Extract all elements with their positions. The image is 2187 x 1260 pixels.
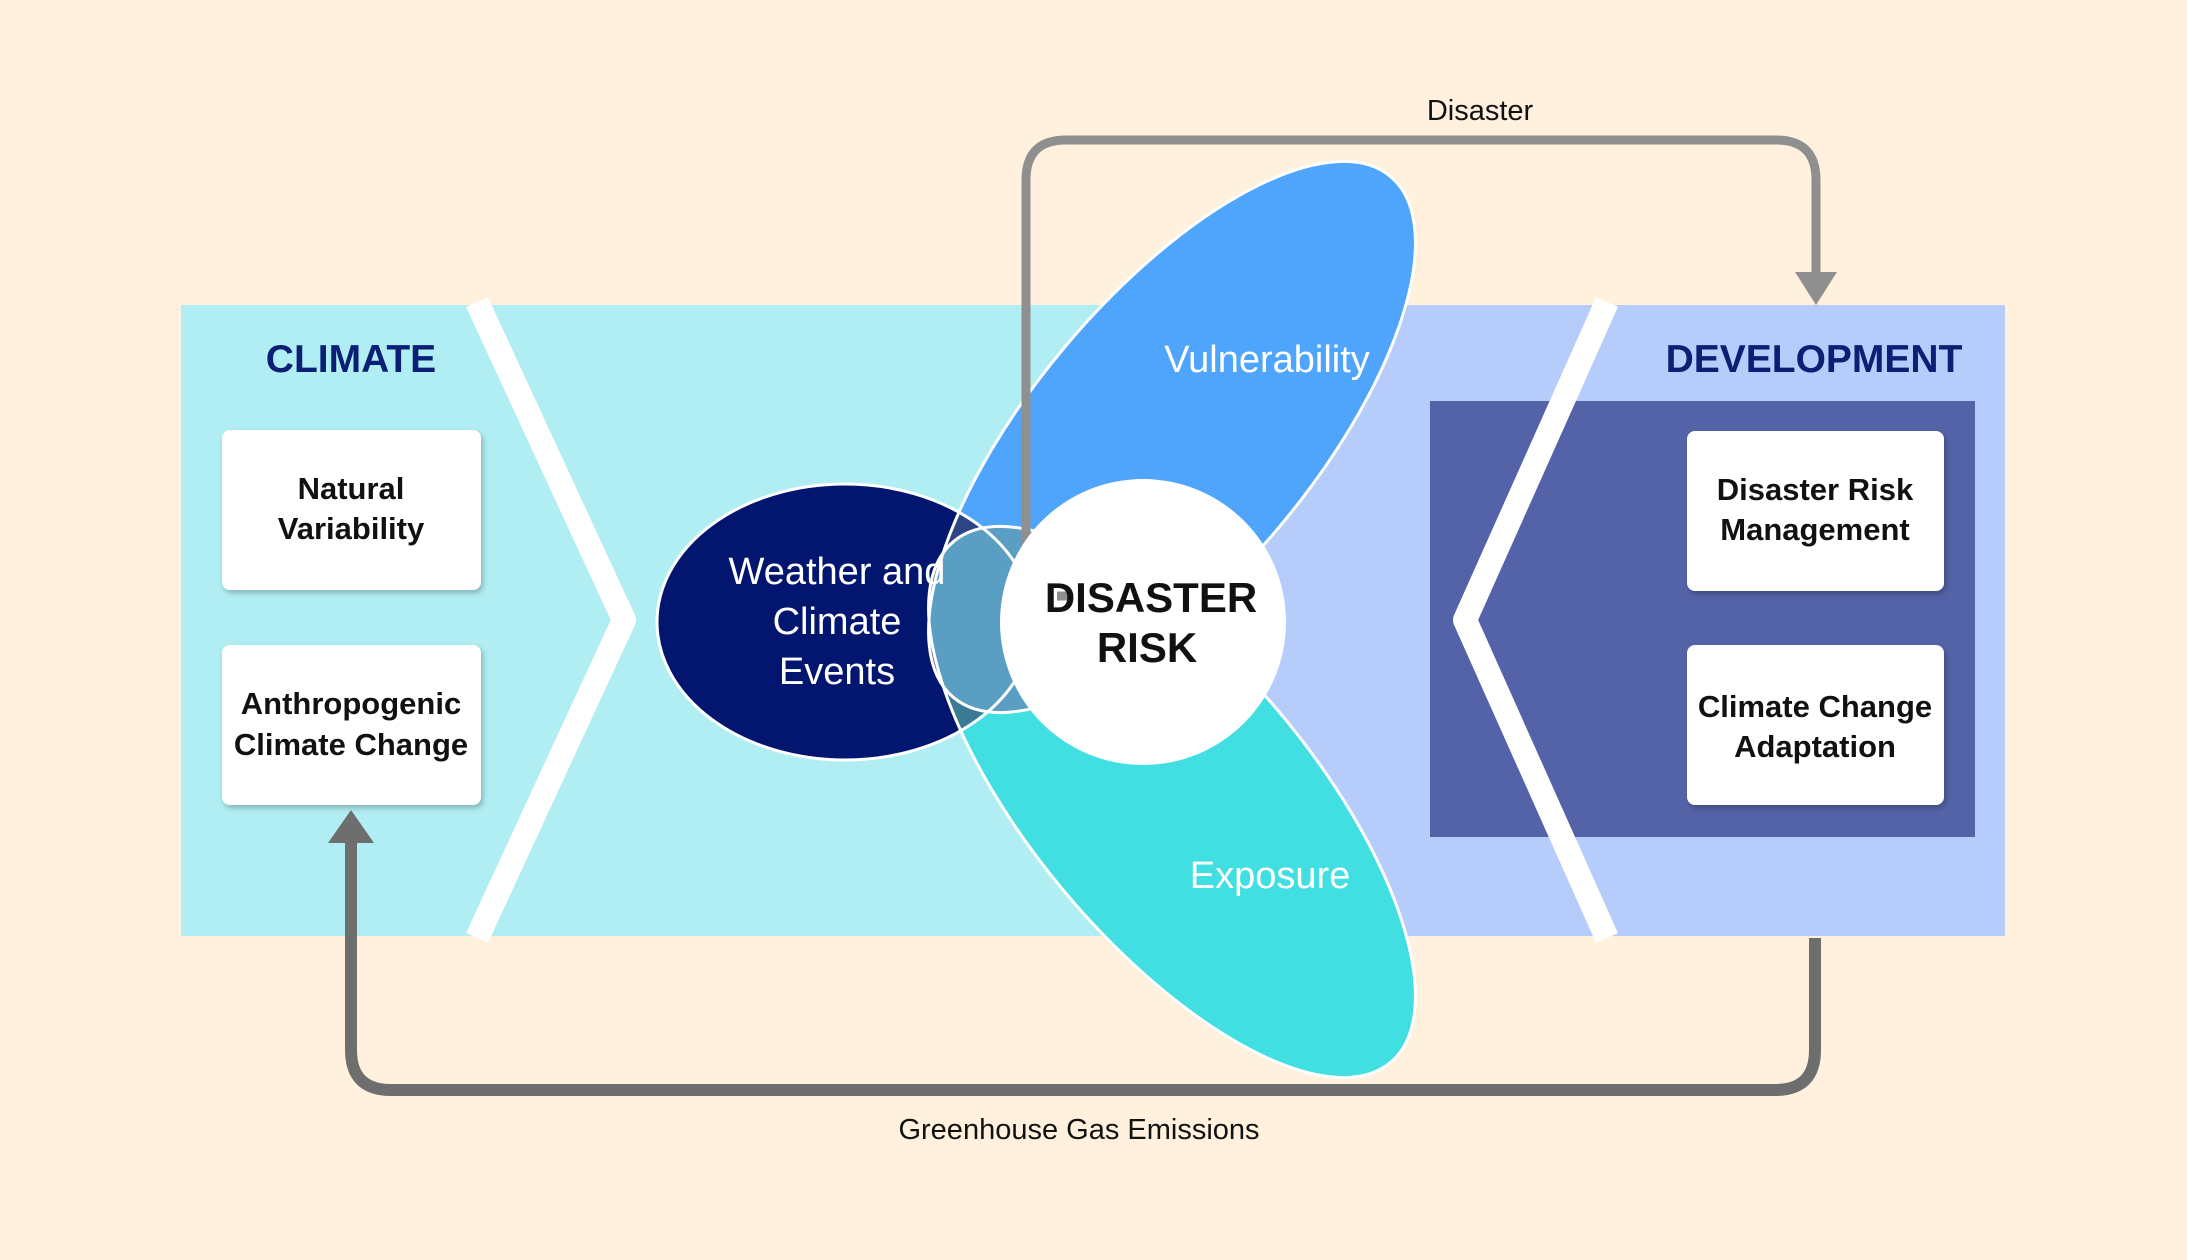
box-line: Climate Change xyxy=(1698,689,1932,724)
climate-box-anthropogenic-climate-change: Anthropogenic Climate Change xyxy=(222,645,481,805)
box-line: Anthropogenic xyxy=(241,686,461,721)
climate-heading: CLIMATE xyxy=(266,338,436,381)
greenhouse-gas-arrowhead xyxy=(328,810,374,843)
greenhouse-gas-arrow xyxy=(345,840,1821,1096)
center-label-line: RISK xyxy=(1097,624,1197,671)
climate-box-natural-variability: Natural Variability xyxy=(222,430,481,590)
development-box-disaster-risk-management: Disaster Risk Management xyxy=(1687,431,1944,591)
disaster-arrow-label: Disaster xyxy=(1427,95,1534,127)
box-line: Climate Change xyxy=(234,727,468,762)
disaster-risk-circle xyxy=(1000,479,1286,765)
development-chevron xyxy=(1453,297,1618,943)
greenhouse-gas-arrow-label: Greenhouse Gas Emissions xyxy=(898,1114,1259,1146)
development-heading: DEVELOPMENT xyxy=(1666,338,1963,381)
hazard-ellipse xyxy=(657,484,1033,760)
hazard-label-line: Climate xyxy=(773,601,902,643)
vulnerability-label: Vulnerability xyxy=(1164,339,1370,381)
box-line: Adaptation xyxy=(1734,729,1896,764)
hazard-label-line: Events xyxy=(779,651,895,693)
box-line: Disaster Risk xyxy=(1717,472,1914,507)
box-line: Variability xyxy=(278,511,425,546)
center-label-line: DISASTER xyxy=(1045,574,1257,621)
climate-chevron xyxy=(466,296,636,944)
development-box-climate-change-adaptation: Climate Change Adaptation xyxy=(1687,645,1944,805)
hazard-label-line: Weather and xyxy=(729,551,946,593)
box-line: Natural xyxy=(298,471,405,506)
disaster-arrowhead xyxy=(1795,272,1837,305)
box-line: Management xyxy=(1720,512,1909,547)
exposure-label: Exposure xyxy=(1190,855,1351,897)
